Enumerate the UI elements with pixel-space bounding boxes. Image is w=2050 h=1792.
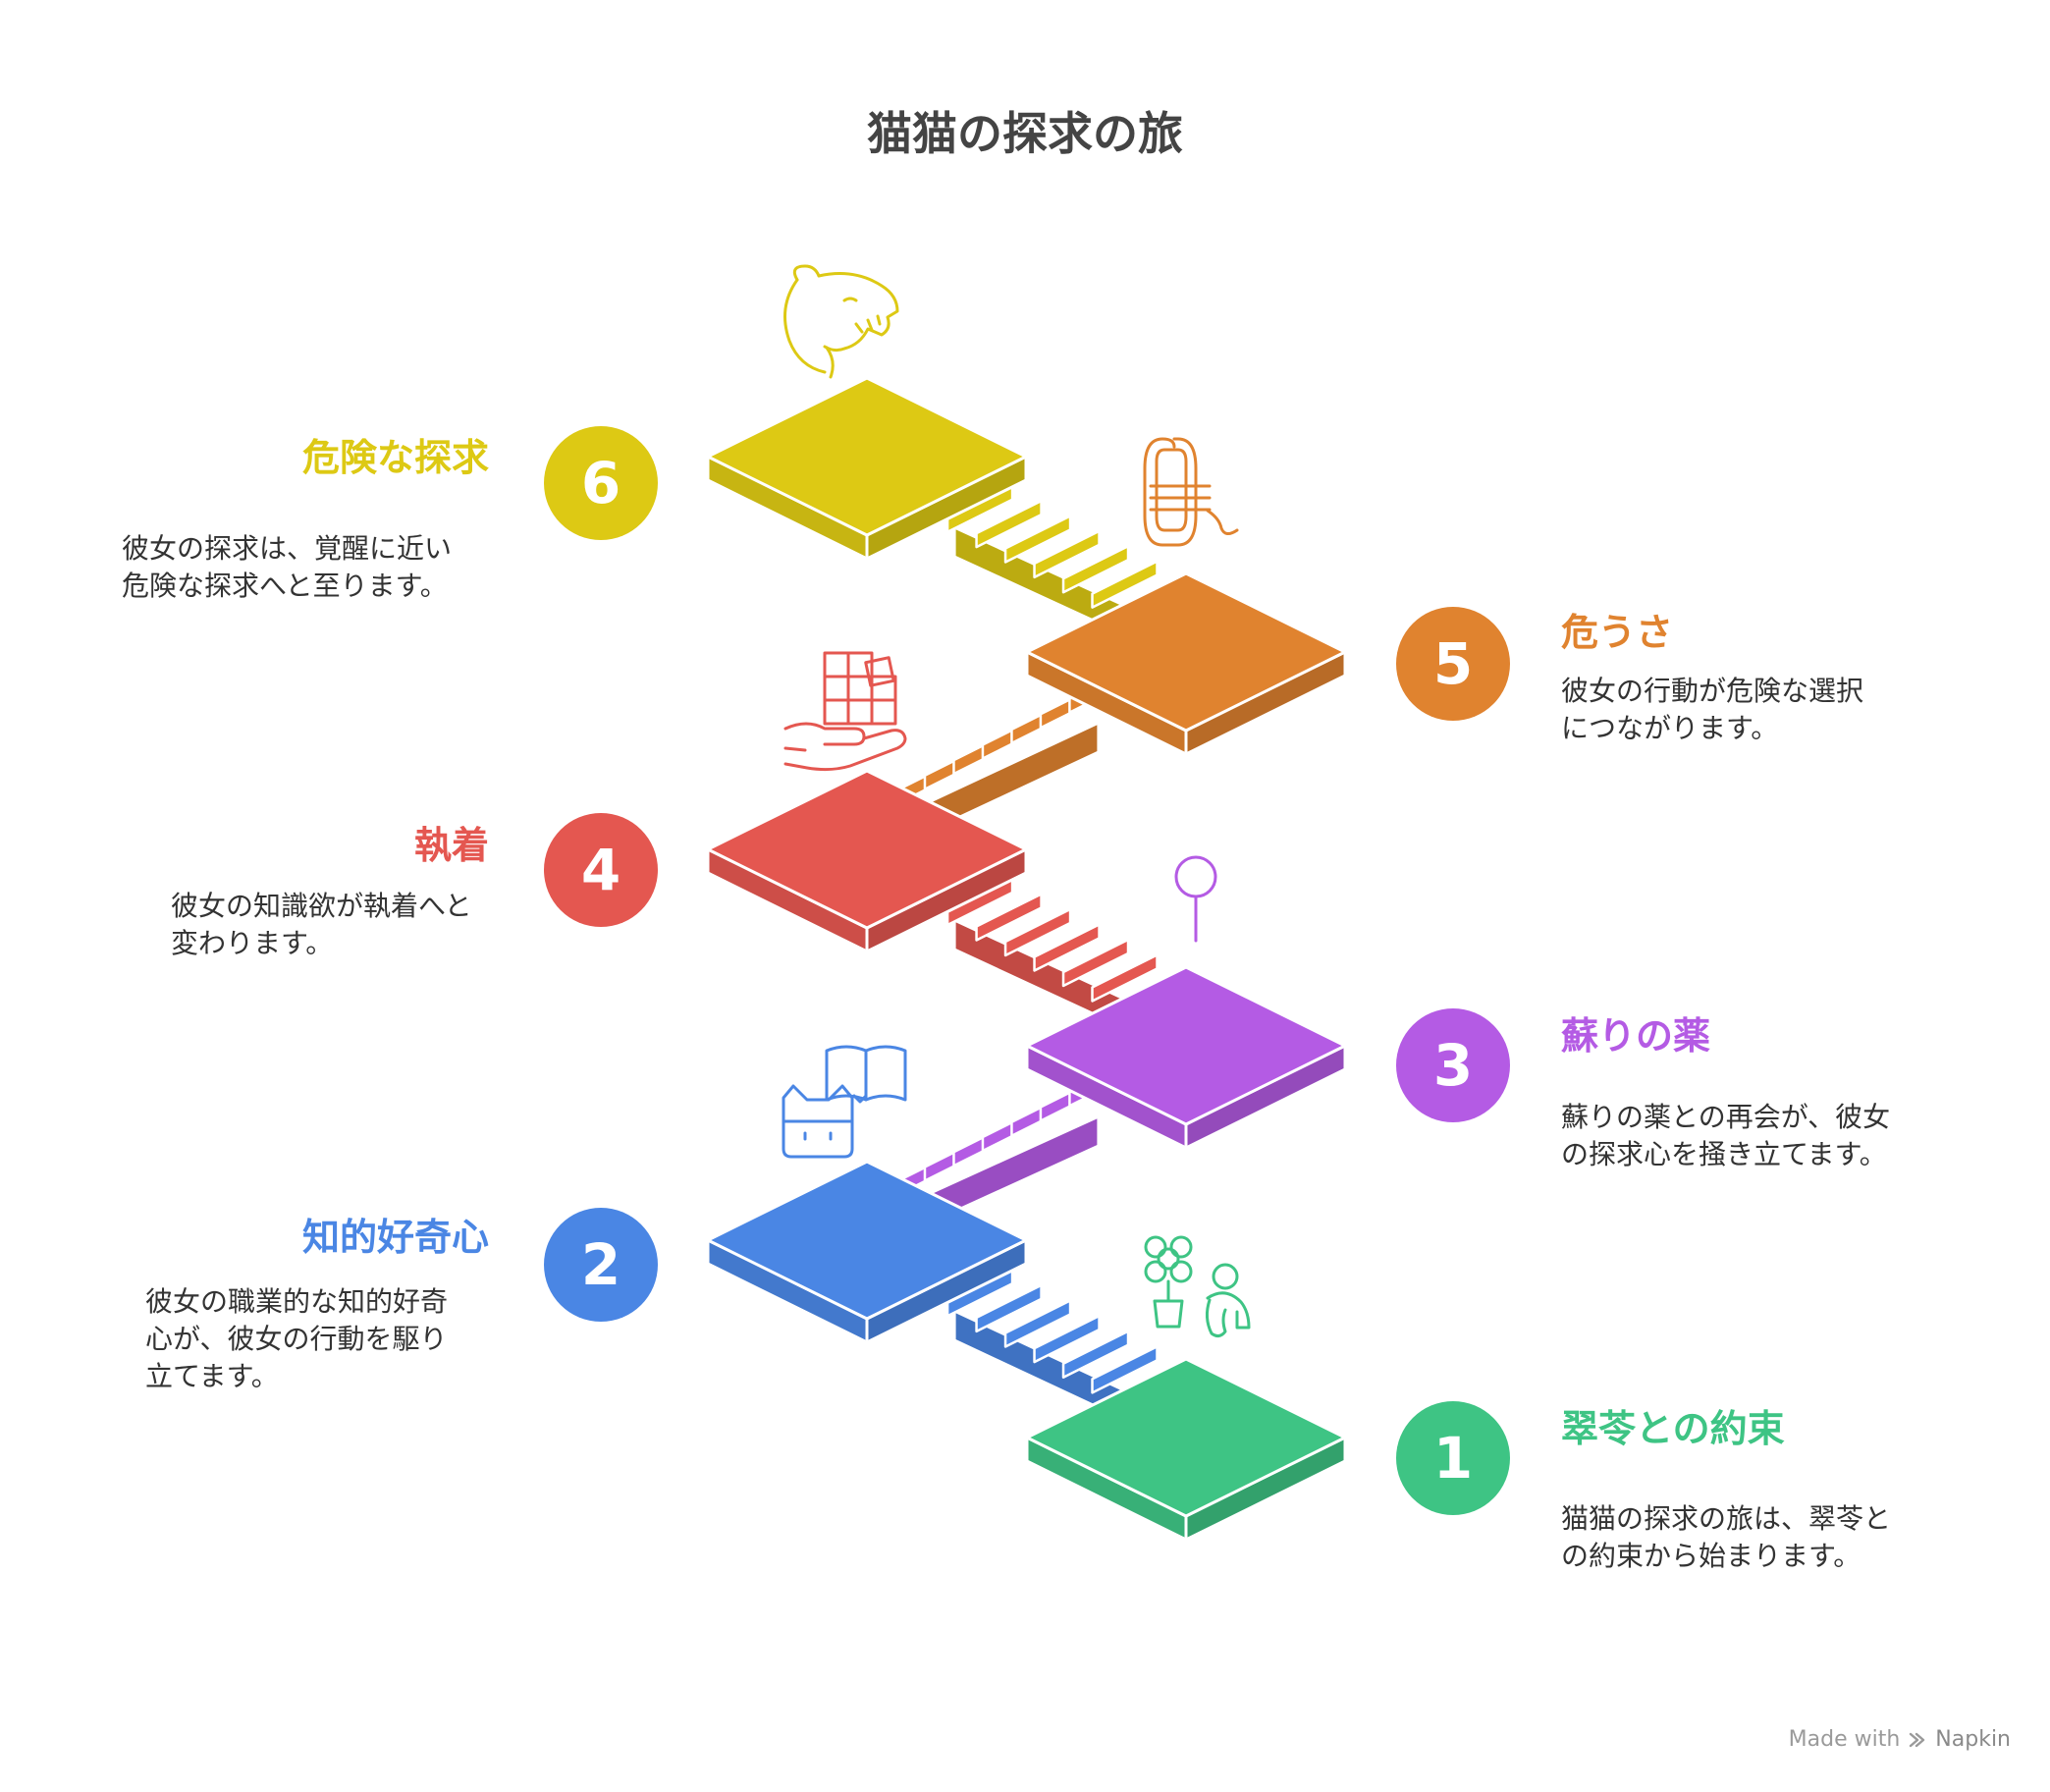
step-4-number: 4 bbox=[581, 837, 620, 903]
step-1-circle bbox=[1396, 1401, 1510, 1515]
step-2-title: 知的好奇心 bbox=[301, 1216, 489, 1259]
step-4-circle bbox=[544, 813, 658, 927]
footer-credit: Made with Napkin bbox=[1789, 1727, 2011, 1752]
platform-1 bbox=[1025, 1357, 1347, 1542]
step-6-circle bbox=[544, 426, 658, 540]
rope-icon bbox=[1143, 437, 1239, 547]
step-3-title: 蘇りの薬 bbox=[1561, 1014, 1711, 1058]
step-4-desc: 彼女の知識欲が執着へと 変わります。 bbox=[171, 890, 472, 959]
napkin-brand: Napkin bbox=[1935, 1727, 2011, 1752]
hand-blocks-icon bbox=[783, 651, 907, 772]
magnifier-pin-icon bbox=[1174, 855, 1217, 943]
step-6-title: 危険な探求 bbox=[301, 436, 489, 479]
step-2-desc: 彼女の職業的な知的好奇 心が、彼女の行動を駆り 立てます。 bbox=[145, 1285, 449, 1392]
step-4-title: 執着 bbox=[413, 824, 489, 867]
cat-book-icon bbox=[782, 1045, 907, 1159]
step-1-number: 1 bbox=[1433, 1425, 1473, 1492]
step-3-circle bbox=[1396, 1008, 1510, 1122]
step-icons bbox=[782, 264, 1251, 1338]
step-6-number: 6 bbox=[581, 450, 620, 516]
step-6-desc: 彼女の探求は、覚醒に近い 危険な探求へと至ります。 bbox=[122, 532, 453, 602]
platform-6 bbox=[706, 376, 1028, 561]
step-1-title: 翠苓との約束 bbox=[1561, 1407, 1785, 1450]
step-5-number: 5 bbox=[1433, 630, 1473, 697]
platform-3 bbox=[1025, 965, 1347, 1150]
page-title: 猫猫の探求の旅 bbox=[867, 107, 1183, 160]
platform-4 bbox=[706, 769, 1028, 953]
platforms bbox=[706, 376, 1347, 1542]
step-2-number: 2 bbox=[581, 1231, 620, 1298]
plant-and-person-icon bbox=[1144, 1235, 1251, 1338]
step-5-desc: 彼女の行動が危険な選択 につながります。 bbox=[1561, 675, 1864, 744]
platform-2 bbox=[706, 1160, 1028, 1344]
step-numbers: 1 2 3 4 5 6 bbox=[581, 450, 1473, 1492]
platform-5 bbox=[1025, 571, 1347, 756]
step-number-circles bbox=[544, 426, 1510, 1515]
step-5-title: 危うさ bbox=[1561, 611, 1674, 654]
step-2-circle bbox=[544, 1208, 658, 1322]
step-5-circle bbox=[1396, 607, 1510, 721]
step-1-desc: 猫猫の探求の旅は、翠苓と の約束から始まります。 bbox=[1561, 1502, 1892, 1572]
tiger-head-icon bbox=[783, 264, 899, 379]
made-with-label: Made with bbox=[1788, 1727, 1901, 1752]
step-3-desc: 蘇りの薬との再会が、彼女 の探求心を掻き立てます。 bbox=[1561, 1101, 1891, 1170]
step-3-number: 3 bbox=[1433, 1032, 1473, 1099]
napkin-logo-icon bbox=[1910, 1732, 1925, 1747]
